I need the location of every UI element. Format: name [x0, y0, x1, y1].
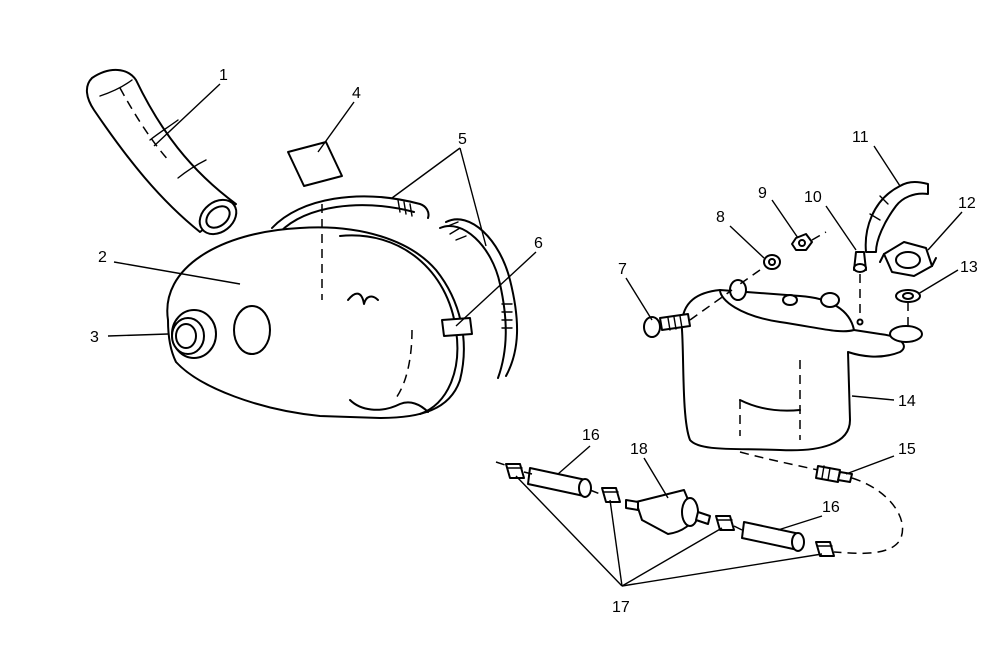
cable-part-5	[271, 195, 519, 379]
label-part-4	[287, 141, 343, 187]
cap-part-12	[879, 241, 937, 277]
oil-tank-part-14	[680, 279, 923, 452]
callout-10: 10	[804, 189, 822, 206]
nut-part-9	[739, 231, 827, 285]
callout-5: 5	[458, 131, 467, 148]
decal-part-6	[441, 317, 473, 337]
callout-13: 13	[960, 259, 978, 276]
grommet-part-3	[171, 309, 217, 359]
callout-4: 4	[352, 85, 361, 102]
filter-part-18	[625, 489, 711, 535]
callout-16-left: 16	[582, 427, 600, 444]
callout-11: 11	[852, 129, 869, 146]
callout-14: 14	[898, 393, 916, 410]
callout-3: 3	[90, 329, 99, 346]
callout-6: 6	[534, 235, 543, 252]
callout-1: 1	[219, 67, 228, 84]
airbox-part-2	[166, 204, 465, 419]
hose-part-16-left	[527, 467, 592, 498]
vent-hose-part-11	[864, 181, 929, 253]
leader-lines	[107, 83, 963, 587]
gasket-part-13	[895, 289, 921, 326]
hose-part-1	[86, 69, 238, 236]
fuel-line-path	[739, 451, 904, 555]
clamps-part-17	[495, 461, 835, 557]
callout-8: 8	[716, 209, 725, 226]
callout-12: 12	[958, 195, 976, 212]
washer-part-8	[763, 254, 781, 270]
connector-part-15	[815, 465, 853, 483]
callout-9: 9	[758, 185, 767, 202]
callout-17: 17	[612, 599, 630, 616]
fitting-part-10	[853, 251, 867, 320]
bolt-part-7	[643, 289, 733, 338]
callout-numbers: 1 2 3 4 5 6 7 8 9 10 11 12 13 14 15 16 1…	[90, 67, 978, 616]
callout-15: 15	[898, 441, 916, 458]
callout-16-right: 16	[822, 499, 840, 516]
callout-18: 18	[630, 441, 648, 458]
callout-2: 2	[98, 249, 107, 266]
callout-7: 7	[618, 261, 627, 278]
hose-part-16-right	[741, 521, 805, 552]
